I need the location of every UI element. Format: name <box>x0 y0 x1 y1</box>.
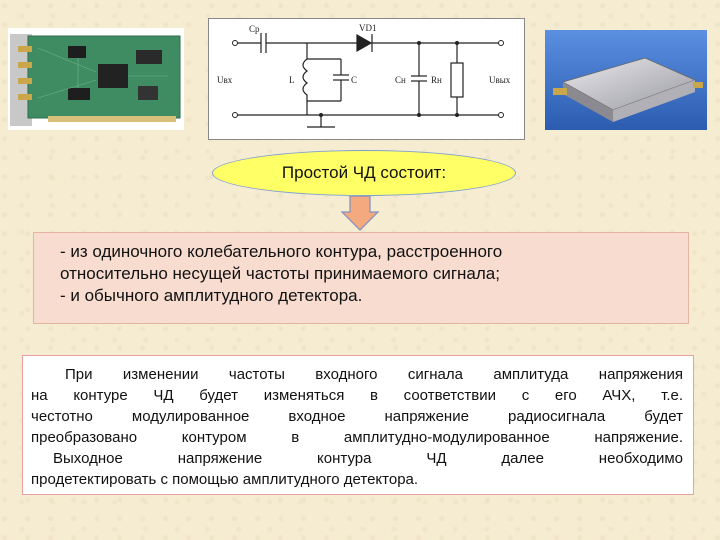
description-box: При изменении частоты входного сигнала а… <box>22 355 694 495</box>
label-uvyx: Uвых <box>489 75 511 85</box>
label-vd1: VD1 <box>359 23 377 33</box>
header-ellipse-text: Простой ЧД состоит: <box>281 163 447 182</box>
composition-box: - из одиночного колебательного контура, … <box>33 232 689 324</box>
description-line-6: продетектировать с помощью амплитудного … <box>31 471 419 488</box>
label-l: L <box>289 75 295 85</box>
down-arrow-icon <box>340 196 380 231</box>
detector-module-image <box>545 30 707 130</box>
description-line-2: на контуре ЧД будет изменяться в соответ… <box>31 387 683 404</box>
header-ellipse: Простой ЧД состоит: <box>212 150 516 196</box>
pcb-board-image <box>8 28 184 130</box>
label-c: C <box>351 75 357 85</box>
composition-line-2: относительно несущей частоты принимаемог… <box>60 264 500 283</box>
description-line-1: При изменении частоты входного сигнала а… <box>65 366 683 383</box>
description-line-3: честотно модулированное входное напряжен… <box>31 408 683 425</box>
description-line-5: Выходное напряжение контура ЧД далее нео… <box>53 450 683 467</box>
label-cn: Сн <box>395 75 406 85</box>
description-line-4: преобразовано контуром в амплитудно-моду… <box>31 429 683 446</box>
composition-line-1: - из одиночного колебательного контура, … <box>60 242 503 261</box>
fm-detector-schematic: Cp VD1 Uвх L C Сн Rн Uвых <box>208 18 525 140</box>
label-uvx: Uвх <box>217 75 233 85</box>
composition-line-3: - и обычного амплитудного детектора. <box>60 286 363 305</box>
label-cp: Cp <box>249 24 260 34</box>
label-rn: Rн <box>431 75 442 85</box>
